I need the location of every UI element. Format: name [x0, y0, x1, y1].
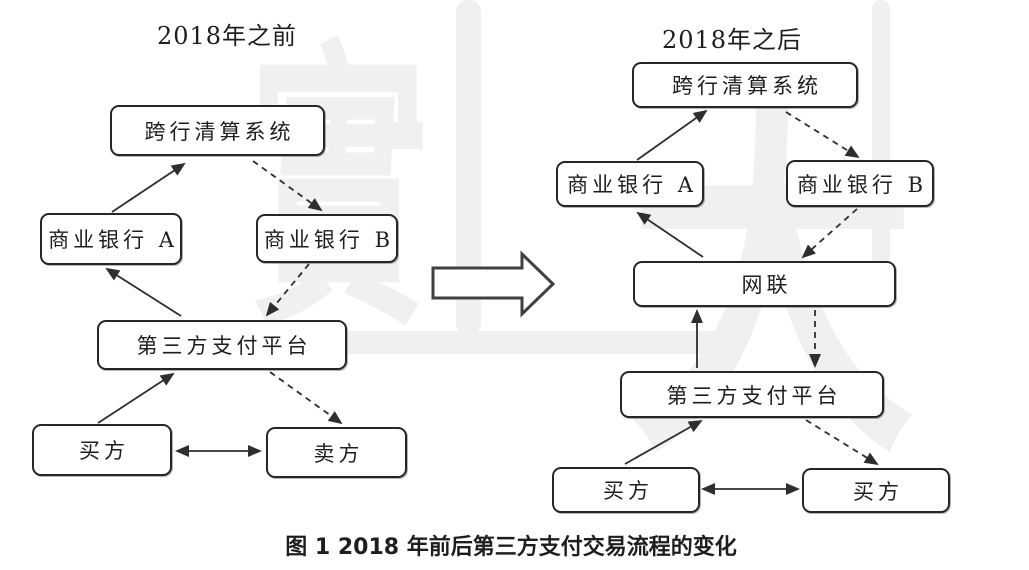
node-label-left-commercial-bank-a: 商业银行 A: [48, 228, 178, 252]
transition-big-arrow: [431, 250, 556, 318]
node-right-commercial-bank-a: 商业银行 A: [556, 161, 704, 207]
edge-left-interbank-to-bank-b: [252, 160, 323, 212]
edge-right-bank-b-to-netsunion: [801, 208, 858, 259]
node-left-seller: 卖方: [266, 427, 407, 478]
edge-right-bank-a-to-interbank: [636, 109, 708, 161]
node-left-interbank-clearing-system: 跨行清算系统: [110, 105, 325, 156]
edge-left-bank-a-to-interbank: [111, 162, 186, 213]
node-label-right-buyer-left: 买方: [603, 479, 653, 503]
node-label-right-commercial-bank-a: 商业银行 A: [567, 173, 697, 197]
node-left-buyer: 买方: [32, 424, 172, 476]
node-right-buyer-right: 买方: [802, 468, 950, 513]
edge-right-interbank-to-bank-b: [785, 111, 860, 159]
edge-left-bank-b-to-platform: [265, 263, 310, 317]
node-label-left-third-party-platform: 第三方支付平台: [136, 334, 312, 358]
watermark-vertical-stroke-right: [872, 0, 890, 290]
watermark-vertical-stroke-left: [456, 0, 481, 335]
node-right-interbank-clearing-system: 跨行清算系统: [632, 62, 858, 108]
edge-right-platform-to-buyer-right: [805, 419, 879, 466]
right-panel-title: 2018年之后: [661, 26, 803, 54]
edge-left-buyer-to-platform: [97, 372, 175, 424]
watermark-left-character: 實: [248, 17, 428, 366]
node-right-buyer-left: 买方: [552, 467, 700, 513]
edge-left-platform-to-seller: [269, 371, 343, 425]
edge-left-platform-to-bank-a: [105, 267, 182, 317]
node-label-left-interbank-clearing-system: 跨行清算系统: [144, 119, 295, 144]
node-label-left-commercial-bank-b: 商业银行 B: [263, 227, 395, 252]
edge-right-netsunion-to-bank-a: [636, 211, 704, 258]
node-left-commercial-bank-b: 商业银行 B: [256, 214, 398, 263]
node-label-right-commercial-bank-b: 商业银行 B: [796, 172, 928, 197]
node-label-left-seller: 卖方: [313, 441, 364, 466]
node-right-netsunion: 网联: [633, 261, 896, 307]
node-right-commercial-bank-b: 商业银行 B: [786, 160, 934, 207]
node-left-commercial-bank-a: 商业银行 A: [40, 213, 182, 265]
node-label-right-netsunion: 网联: [741, 273, 792, 297]
node-right-third-party-platform: 第三方支付平台: [620, 371, 884, 418]
node-label-right-interbank-clearing-system: 跨行清算系统: [672, 74, 822, 98]
edge-right-buyer-to-platform: [624, 420, 703, 465]
node-label-right-third-party-platform: 第三方支付平台: [666, 383, 842, 408]
figure-caption: 图 1 2018 年前后第三方支付交易流程的变化: [285, 535, 737, 560]
node-label-right-buyer-right: 买方: [853, 479, 903, 504]
node-label-left-buyer: 买方: [79, 439, 129, 463]
node-left-third-party-platform: 第三方支付平台: [97, 320, 347, 370]
left-panel-title: 2018年之前: [156, 22, 298, 50]
